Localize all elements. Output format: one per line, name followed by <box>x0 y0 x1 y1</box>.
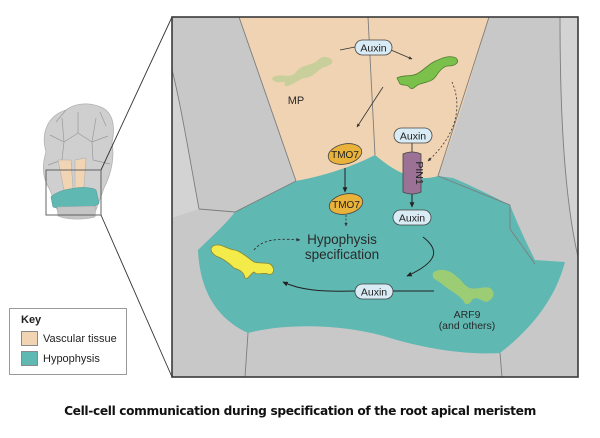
arrow-target-to-hypophysis-dashed <box>253 237 301 251</box>
grey-cell-right-lower <box>510 120 578 264</box>
arrow-auxin-to-bottom-auxin <box>406 236 435 277</box>
embryo-suspensor <box>56 205 97 220</box>
panel-frame <box>171 16 579 378</box>
grey-cell-right-edge <box>560 17 578 257</box>
pin1-transporter: PIN1 <box>402 151 425 195</box>
cell-borders <box>172 17 578 377</box>
vascular-cell-left <box>239 17 375 181</box>
key-label-hypophysis: Hypophysis <box>43 352 100 365</box>
detail-panel <box>172 17 578 377</box>
tmo7-label: TMO7 <box>332 200 360 211</box>
embryo-vascular-right <box>74 157 87 190</box>
key-title: Key <box>21 314 42 326</box>
zoom-line-top <box>100 16 173 171</box>
auxin-pill-top: Auxin <box>354 39 393 56</box>
arf9-label: ARF9 <box>454 309 481 321</box>
embryo-outer <box>42 103 114 213</box>
auxin-pill-bottom: Auxin <box>354 283 394 300</box>
grey-cell-left-lower <box>172 70 199 218</box>
key-legend: Key Vascular tissue Hypophysis <box>9 308 127 375</box>
arrow-mp-to-tmo7 <box>356 86 384 128</box>
key-item-vascular: Vascular tissue <box>21 331 117 346</box>
embryo-overview <box>42 16 173 378</box>
auxin-label: Auxin <box>400 131 426 143</box>
grey-cell-left-outer <box>172 17 288 212</box>
tmo7-vascular: TMO7 <box>327 143 363 165</box>
key-item-hypophysis: Hypophysis <box>21 351 100 366</box>
hypophysis-spec-line2: specification <box>305 247 379 262</box>
vascular-swatch <box>21 331 38 346</box>
tmo7-label: TMO7 <box>331 150 359 161</box>
figure-caption: Cell-cell communication during specifica… <box>64 404 536 418</box>
arrow-auxin-to-mp-from-left <box>339 46 356 51</box>
arf9-protein <box>432 269 494 305</box>
mp-label: MP <box>288 95 305 107</box>
grey-cell-far-left <box>172 209 232 246</box>
auxin-label: Auxin <box>361 287 387 299</box>
arrow-auxin-to-mp <box>390 49 413 60</box>
embryo-cells <box>47 109 111 166</box>
tmo7-hypophysis: TMO7 <box>328 193 364 215</box>
zoom-region-box <box>45 169 102 216</box>
auxin-label: Auxin <box>399 213 425 225</box>
arf9-others-label: (and others) <box>439 320 496 332</box>
mp-protein-inactive <box>272 56 333 87</box>
auxin-pill-pin1: Auxin <box>393 127 433 144</box>
auxin-pill-hypophysis: Auxin <box>392 209 432 226</box>
key-label-vascular: Vascular tissue <box>43 332 117 345</box>
grey-cell-right-outer <box>442 17 578 175</box>
grey-cell-bottom <box>245 326 502 377</box>
hypophysis-swatch <box>21 351 38 366</box>
target-gene-protein <box>210 244 274 279</box>
auxin-label: Auxin <box>360 43 386 55</box>
mp-protein-active <box>396 56 458 89</box>
pin1-label: PIN1 <box>413 161 425 185</box>
zoom-line-bottom <box>100 214 173 378</box>
arrow-auxin-to-target <box>282 281 357 292</box>
hypophysis-spec-line1: Hypophysis <box>307 232 377 247</box>
hypophysis-cell <box>198 155 565 354</box>
